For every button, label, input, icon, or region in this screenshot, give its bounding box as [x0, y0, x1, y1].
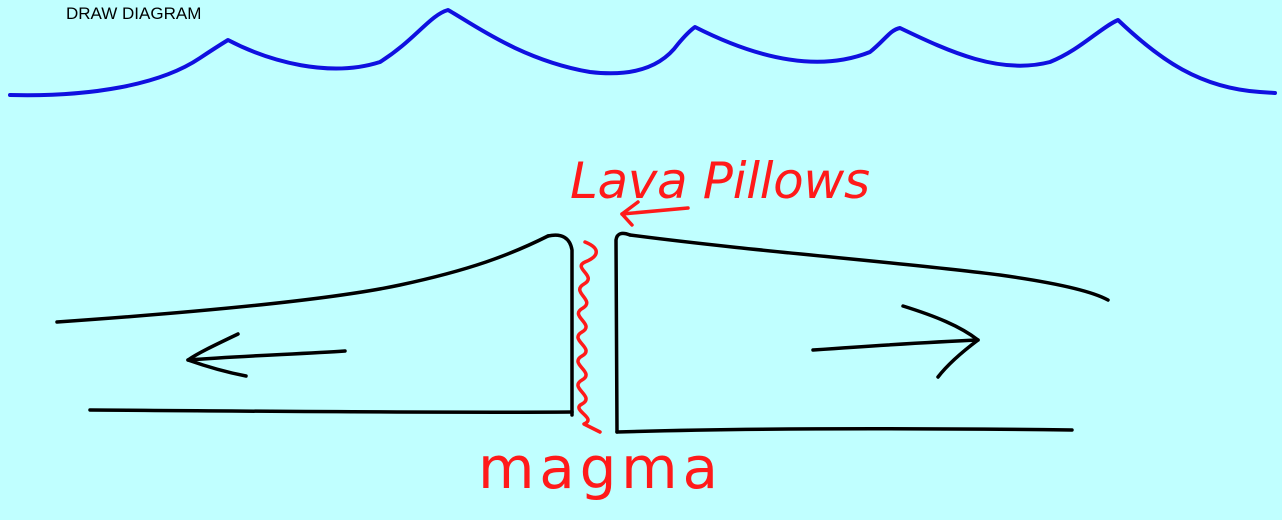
left-plate [57, 235, 572, 415]
ocean-surface-wave [10, 10, 1275, 95]
left-plate-top-edge [57, 236, 548, 322]
right-plate-top-edge [630, 235, 1108, 300]
arrow-left-icon [188, 334, 345, 376]
right-arrow-shaft [813, 340, 978, 350]
left-plate-bottom-edge [90, 410, 572, 412]
right-plate-bottom-edge [617, 429, 1072, 432]
left-plate-rift-edge [548, 235, 572, 415]
left-arrow-head [188, 334, 246, 376]
left-arrow-shaft [188, 351, 345, 360]
right-plate [616, 233, 1108, 432]
arrow-right-icon [813, 306, 978, 377]
lava-pillows-label: Lava Pillows [570, 152, 870, 210]
right-plate-rift-edge [616, 233, 630, 432]
magma-label: magma [478, 434, 718, 502]
magma-squiggle [578, 242, 600, 432]
